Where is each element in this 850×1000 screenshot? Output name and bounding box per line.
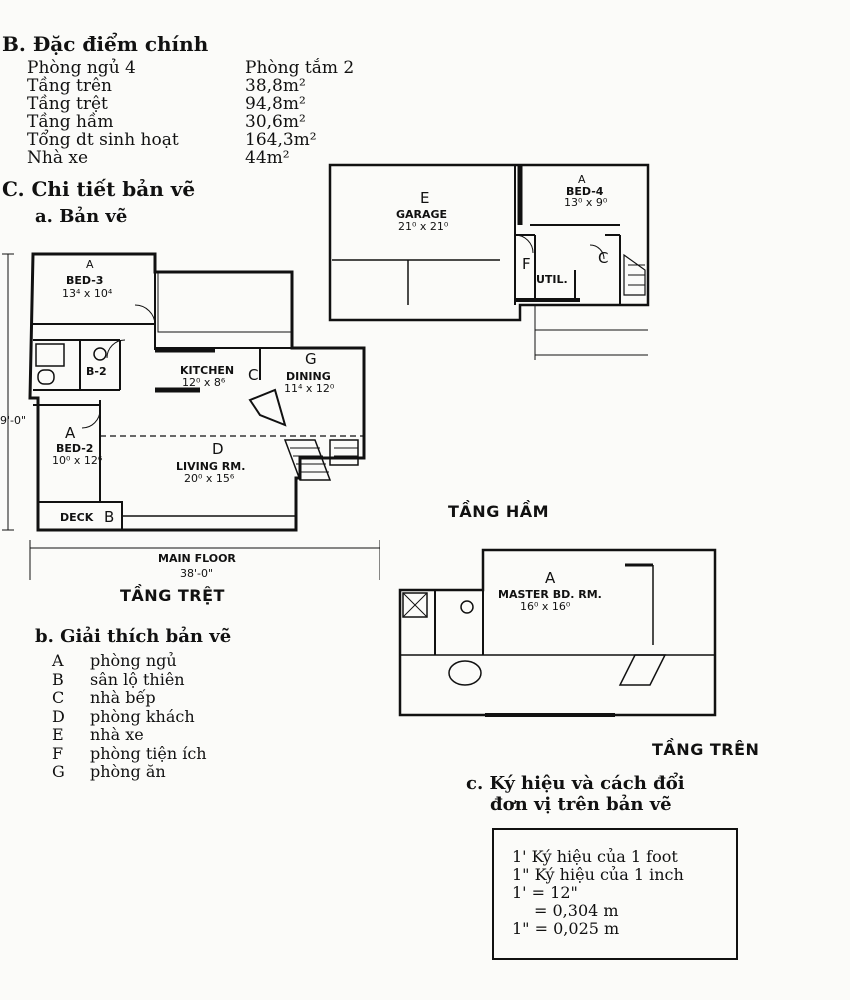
section-b-title: B. Đặc điểm chính	[2, 32, 209, 56]
unit-line: = 0,304 m	[534, 901, 619, 920]
room-name: DINING	[286, 370, 331, 383]
room-size: 11⁴ x 12⁰	[284, 382, 335, 395]
room-size: 16⁰ x 16⁰	[520, 600, 571, 613]
room-name: GARAGE	[396, 208, 447, 221]
unit-line: 1' = 12"	[512, 883, 578, 902]
room-name: KITCHEN	[180, 364, 234, 377]
side-dimension: 9'-0"	[0, 414, 26, 427]
room-size: 21⁰ x 21⁰	[398, 220, 449, 233]
room-size: 12⁰ x 8⁶	[182, 376, 226, 389]
dimension-value: 38'-0"	[180, 567, 213, 580]
unit-line: 1" Ký hiệu của 1 inch	[512, 865, 684, 884]
main-floor-plan: A BED-3 13⁴ x 10⁴ B-2 KITCHEN C 12⁰ x 8⁶…	[0, 252, 380, 580]
room-name: BED-4	[566, 185, 604, 198]
room-size: 10⁰ x 12⁶	[52, 454, 103, 467]
room-letter: D	[212, 440, 224, 458]
units-box: 1' Ký hiệu của 1 foot 1" Ký hiệu của 1 i…	[492, 828, 738, 960]
room-name: LIVING RM.	[176, 460, 245, 473]
dimension-label: MAIN FLOOR	[158, 552, 236, 565]
room-letter: F	[522, 255, 531, 273]
room-letter: A	[545, 569, 556, 587]
room-letter: C	[248, 366, 258, 384]
section-c-title: C. Chi tiết bản vẽ	[2, 177, 196, 201]
subsection-a-title: a. Bản vẽ	[35, 206, 128, 227]
room-name: BED-2	[56, 442, 93, 455]
room-name: BED-3	[66, 274, 103, 287]
room-letter: B	[104, 508, 114, 526]
room-size: 13⁴ x 10⁴	[62, 287, 113, 300]
room-letter: G	[305, 350, 317, 368]
room-letter: A	[86, 258, 94, 271]
unit-line: 1' Ký hiệu của 1 foot	[512, 847, 678, 866]
basement-plan: E GARAGE 21⁰ x 21⁰ A BED-4 13⁰ x 9⁰ F UT…	[328, 163, 650, 360]
room-letter: A	[578, 173, 586, 186]
subsection-c-title: c. Ký hiệu và cách đổi đơn vị trên bản v…	[466, 773, 685, 815]
basement-caption: TẦNG HẦM	[448, 502, 550, 521]
room-name: MASTER BD. RM.	[498, 588, 602, 601]
upper-floor-plan: A MASTER BD. RM. 16⁰ x 16⁰	[398, 548, 717, 717]
room-name: DECK	[60, 511, 94, 524]
room-size: 20⁰ x 15⁶	[184, 472, 235, 485]
subsection-b-title: b. Giải thích bản vẽ	[35, 626, 232, 647]
room-letter: C	[598, 249, 608, 267]
unit-line: 1" = 0,025 m	[512, 919, 620, 938]
room-name: UTIL.	[536, 273, 568, 286]
room-letter: A	[65, 424, 76, 442]
room-letter: E	[420, 189, 429, 207]
room-name: B-2	[86, 365, 107, 378]
room-size: 13⁰ x 9⁰	[564, 196, 608, 209]
upper-floor-caption: TẦNG TRÊN	[652, 740, 760, 759]
main-floor-caption: TẦNG TRỆT	[120, 586, 225, 605]
